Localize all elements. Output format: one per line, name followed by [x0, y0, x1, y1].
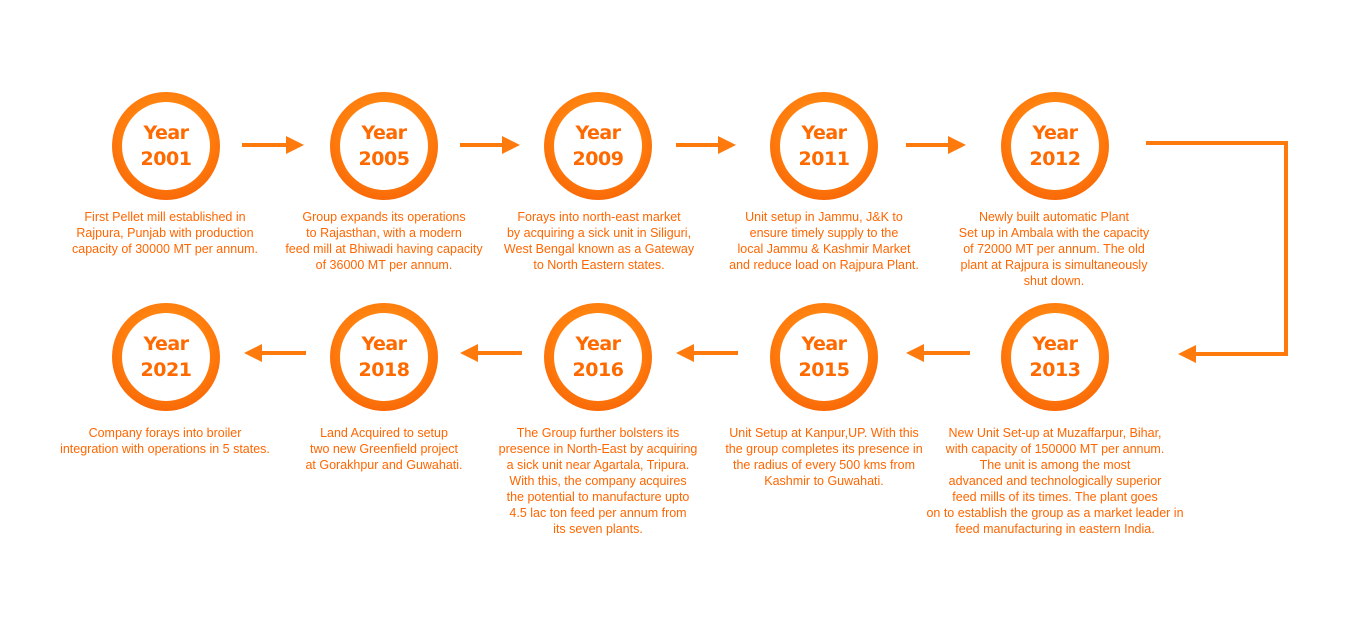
year-circle-2011: Year 2011 [770, 92, 878, 200]
year-label: Year [801, 333, 847, 355]
year-circle-2016: Year 2016 [544, 303, 652, 411]
year-value: 2005 [358, 148, 410, 170]
year-value: 2021 [140, 359, 192, 381]
year-value: 2012 [1029, 148, 1081, 170]
arrow-right-icon [676, 136, 736, 154]
year-value: 2009 [572, 148, 624, 170]
year-label: Year [143, 122, 189, 144]
arrow-left-icon [676, 344, 738, 362]
arrow-right-icon [460, 136, 520, 154]
milestone-description-2013: New Unit Set-up at Muzaffarpur, Bihar,wi… [926, 426, 1184, 536]
year-value: 2016 [572, 359, 624, 381]
year-label: Year [801, 122, 847, 144]
arrow-turn-down-left-icon [1146, 141, 1288, 363]
year-value: 2011 [798, 148, 850, 170]
year-value: 2013 [1029, 359, 1081, 381]
year-circle-2021: Year 2021 [112, 303, 220, 411]
year-label: Year [143, 333, 189, 355]
arrow-left-icon [244, 344, 306, 362]
year-circle-2015: Year 2015 [770, 303, 878, 411]
year-label: Year [361, 122, 407, 144]
year-circle-2012: Year 2012 [1001, 92, 1109, 200]
year-value: 2001 [140, 148, 192, 170]
year-label: Year [1032, 122, 1078, 144]
year-circle-2009: Year 2009 [544, 92, 652, 200]
arrow-left-icon [460, 344, 522, 362]
arrow-right-icon [906, 136, 966, 154]
year-label: Year [1032, 333, 1078, 355]
year-value: 2018 [358, 359, 410, 381]
year-circle-2018: Year 2018 [330, 303, 438, 411]
year-circle-2001: Year 2001 [112, 92, 220, 200]
year-label: Year [361, 333, 407, 355]
year-label: Year [575, 122, 621, 144]
year-label: Year [575, 333, 621, 355]
arrow-left-icon [906, 344, 970, 362]
year-circle-2005: Year 2005 [330, 92, 438, 200]
year-value: 2015 [798, 359, 850, 381]
year-circle-2013: Year 2013 [1001, 303, 1109, 411]
arrow-right-icon [242, 136, 304, 154]
